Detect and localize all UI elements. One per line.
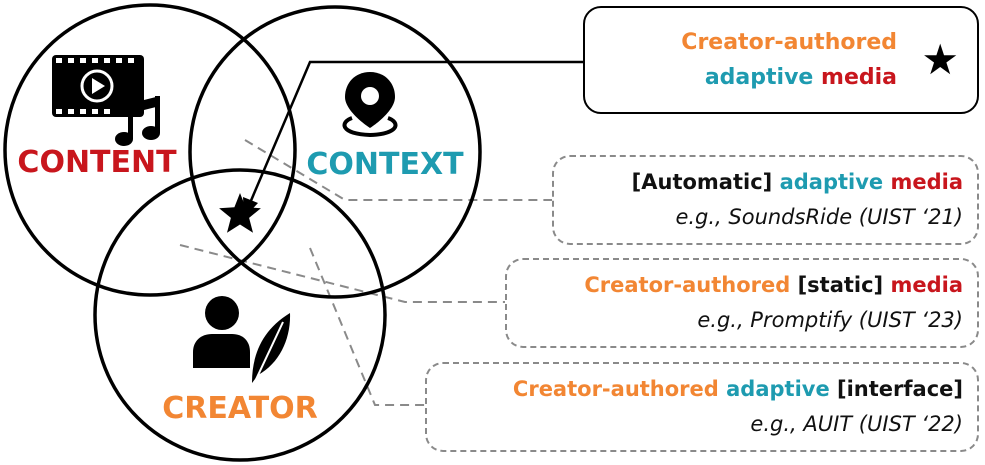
location-pin-icon: [342, 72, 398, 138]
highlight-line-2: adaptive media: [585, 60, 897, 96]
example-box-interface: Creator-authored adaptive [interface] e.…: [425, 362, 979, 452]
highlight-line-1: Creator-authored: [681, 30, 897, 55]
highlight-media: media: [821, 65, 897, 90]
context-circle: [188, 5, 482, 299]
leader-line-interface: [309, 247, 425, 406]
highlight-box: Creator-authored adaptive media ★: [583, 6, 979, 114]
example-1-title: [Automatic] adaptive media: [554, 167, 963, 197]
person-icon: [193, 296, 250, 368]
creator-circle: [93, 168, 387, 462]
example-box-static: Creator-authored [static] media e.g., Pr…: [505, 258, 979, 348]
example-3-part-2: adaptive: [726, 377, 830, 401]
star-icon: [219, 193, 261, 233]
context-label: CONTEXT: [306, 147, 464, 182]
example-3-part-3: [interface]: [837, 377, 963, 401]
leader-line-automatic: [244, 139, 552, 201]
example-3-part-1: Creator-authored: [512, 377, 719, 401]
content-label: CONTENT: [17, 145, 177, 180]
leader-line-static: [179, 244, 505, 303]
example-3-title: Creator-authored adaptive [interface]: [427, 374, 963, 404]
example-2-citation: e.g., Promptify (UIST ‘23): [697, 308, 963, 332]
example-1-part-1: [Automatic]: [631, 170, 773, 194]
example-1-part-3: media: [890, 170, 963, 194]
feather-icon: [251, 313, 291, 389]
example-3-citation: e.g., AUIT (UIST ‘22): [750, 412, 963, 436]
example-2-part-3: media: [890, 273, 963, 297]
example-2-part-2: [static]: [797, 273, 884, 297]
example-box-automatic: [Automatic] adaptive media e.g., SoundsR…: [552, 155, 979, 245]
highlight-adaptive: adaptive: [704, 65, 814, 90]
example-1-part-2: adaptive: [779, 170, 884, 194]
content-circle: [3, 3, 297, 297]
music-note-icon: [115, 96, 160, 146]
example-1-citation: e.g., SoundsRide (UIST ‘21): [675, 205, 963, 229]
leader-line-highlight: [248, 60, 583, 204]
creator-label: CREATOR: [162, 391, 318, 426]
example-2-part-1: Creator-authored: [584, 273, 791, 297]
example-2-title: Creator-authored [static] media: [507, 270, 963, 300]
video-icon: [52, 55, 144, 117]
highlight-star-icon: ★: [921, 36, 959, 83]
